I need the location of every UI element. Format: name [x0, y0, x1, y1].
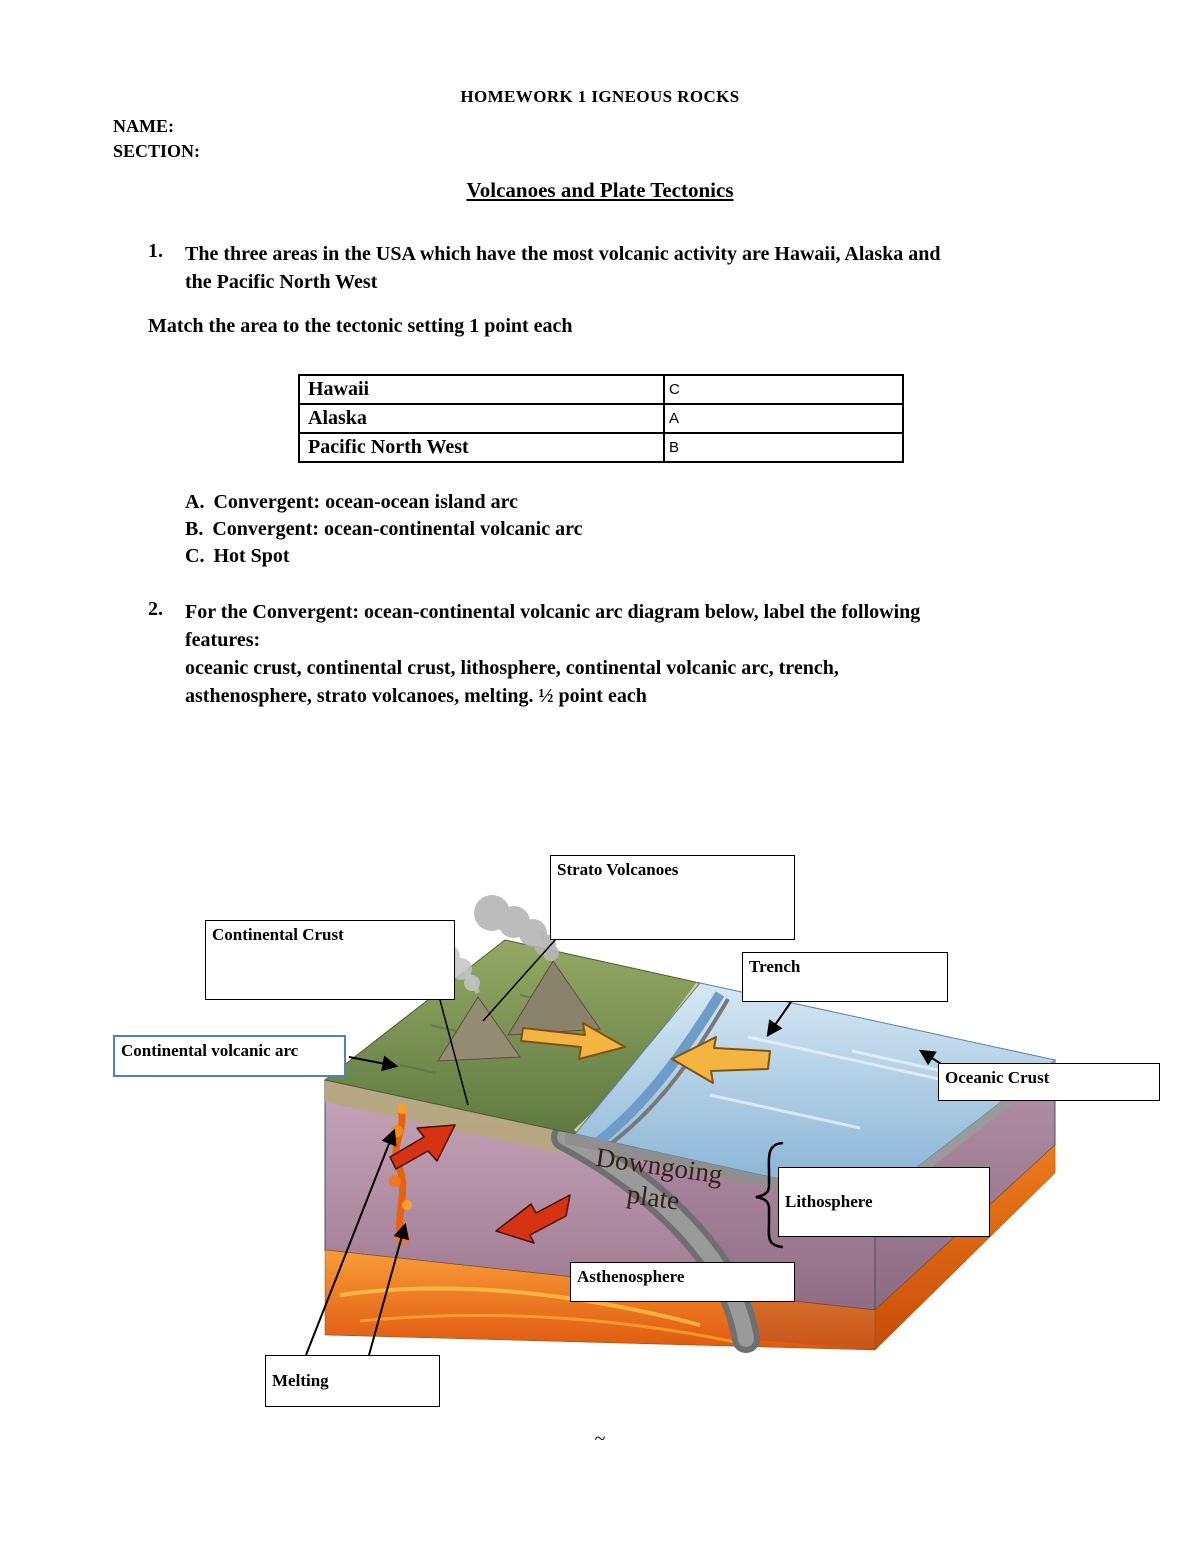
option-c-letter: C.	[185, 545, 205, 567]
magma-blob	[389, 1175, 401, 1187]
name-label: NAME:	[113, 116, 174, 136]
q1-text-line2: the Pacific North West	[185, 271, 378, 293]
label-box-oceanic-crust: Oceanic Crust	[938, 1063, 1160, 1101]
option-b-text: Convergent: ocean-continental volcanic a…	[212, 518, 583, 540]
asthenosphere-streak	[359, 1313, 741, 1345]
trench-line	[607, 997, 730, 1147]
option-a-letter: A.	[185, 491, 205, 513]
answer-cell: B	[663, 432, 904, 463]
trench-deep-water	[594, 991, 725, 1146]
label-box-asthenosphere: Asthenosphere	[570, 1262, 795, 1302]
label-box-melting: Melting	[265, 1355, 440, 1407]
option-b-letter: B.	[185, 518, 204, 540]
trench-leader-arrow	[766, 1001, 792, 1037]
footer-mark: ~	[594, 1428, 606, 1450]
answer-cell: C	[663, 374, 904, 405]
option-b: B. Convergent: ocean-continental volcanic…	[185, 516, 582, 543]
subducting-slab-core	[557, 1129, 754, 1347]
magma-blob	[402, 1200, 412, 1210]
leader-lines	[305, 938, 950, 1356]
section-label: SECTION:	[113, 141, 201, 161]
strato-volcanoes-leader-line	[482, 938, 557, 1022]
volcanic-arc	[434, 895, 601, 1062]
option-a: A. Convergent: ocean-ocean island arc	[185, 489, 582, 516]
area-cell: Pacific North West	[298, 432, 665, 463]
options-list: A. Convergent: ocean-ocean island arc B. C…	[185, 489, 582, 570]
lithosphere-brace	[755, 1141, 784, 1249]
label-box-continental-crust: Continental Crust	[205, 920, 455, 1000]
slab-motion-arrow-down	[495, 1194, 571, 1244]
plate-motion-arrow-right	[520, 1022, 626, 1060]
plate-motion-arrow-left	[671, 1036, 771, 1084]
q2-text: For the Convergent: ocean-continental vo…	[185, 598, 1120, 710]
q1-number: 1.	[148, 240, 163, 262]
melting-leader-arrow-2	[368, 1222, 410, 1356]
q1-text-line1: The three areas in the USA which have th…	[185, 243, 941, 265]
q2-text-line1: For the Convergent: ocean-continental vo…	[185, 601, 921, 623]
table-row-pacific-north-west: Pacific North West B	[298, 432, 904, 463]
option-a-text: Convergent: ocean-ocean island arc	[213, 491, 519, 513]
q2-text-line3: oceanic crust, continental crust, lithos…	[185, 657, 839, 679]
area-cell: Alaska	[298, 403, 665, 434]
answer-cell: A	[663, 403, 904, 434]
match-table: Hawaii C Alaska A Pacific North West B	[298, 374, 904, 463]
label-box-continental-volcanic-arc: Continental volcanic arc	[113, 1035, 346, 1077]
match-instruction: Match the area to the tectonic setting 1…	[148, 315, 573, 337]
asthenosphere-streak	[339, 1286, 701, 1327]
melting-leader-arrow-1	[305, 1128, 397, 1356]
table-row-alaska: Alaska A	[298, 403, 904, 434]
smoke-plume-large	[474, 895, 559, 961]
continental-crust-leader-line	[439, 999, 469, 1106]
q2-text-line4: asthenosphere, strato volcanoes, melting…	[185, 685, 647, 707]
volcano-cone-small	[437, 996, 521, 1062]
mantle-flow-arrow-up	[389, 1124, 456, 1170]
table-row-hawaii: Hawaii C	[298, 374, 904, 405]
magma-blob	[397, 1104, 407, 1114]
q2-text-line2: features:	[185, 629, 261, 651]
option-c: C. Hot Spot	[185, 543, 582, 570]
continental-volcanic-arc-leader-arrow	[348, 1055, 399, 1072]
continental-crust-cross-section	[325, 1080, 565, 1154]
q2-number: 2.	[148, 598, 163, 620]
label-box-trench: Trench	[742, 952, 948, 1002]
doc-title: HOMEWORK 1 IGNEOUS ROCKS	[460, 87, 740, 106]
label-box-strato-volcanoes: Strato Volcanoes	[550, 855, 795, 940]
option-c-text: Hot Spot	[213, 545, 290, 567]
q1-text: The three areas in the USA which have th…	[185, 240, 1120, 296]
label-box-lithosphere: Lithosphere	[778, 1167, 990, 1237]
page-subtitle: Volcanoes and Plate Tectonics	[0, 178, 1200, 203]
page-subtitle-text: Volcanoes and Plate Tectonics	[466, 178, 734, 202]
area-cell: Hawaii	[298, 374, 665, 405]
